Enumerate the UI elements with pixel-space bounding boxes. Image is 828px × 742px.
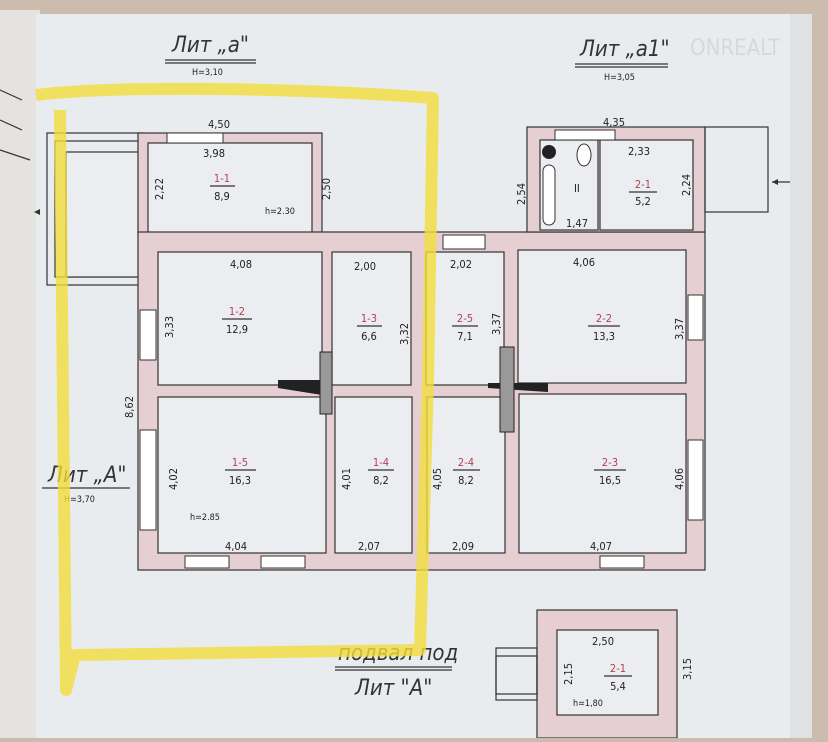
svg-text:H=3,70: H=3,70 <box>64 495 95 505</box>
lit-a1-block <box>526 126 790 233</box>
svg-text:4,01: 4,01 <box>340 468 353 490</box>
svg-text:4,05: 4,05 <box>431 468 444 490</box>
highlighter-outline <box>35 82 439 696</box>
svg-text:8,2: 8,2 <box>373 474 389 487</box>
svg-text:4,06: 4,06 <box>573 256 595 269</box>
svg-text:1-3: 1-3 <box>361 312 377 325</box>
svg-text:4,35: 4,35 <box>603 116 625 129</box>
svg-text:Лит „а": Лит „а" <box>171 33 249 58</box>
svg-text:2-3: 2-3 <box>602 456 618 469</box>
svg-text:6,6: 6,6 <box>361 330 377 343</box>
svg-text:1-1: 1-1 <box>214 172 230 185</box>
svg-text:3,15: 3,15 <box>681 658 694 680</box>
svg-text:8,9: 8,9 <box>214 190 230 203</box>
svg-text:4,08: 4,08 <box>230 258 252 271</box>
svg-text:H=3,05: H=3,05 <box>604 73 635 83</box>
svg-text:16,3: 16,3 <box>229 474 251 487</box>
basement-block <box>495 609 678 739</box>
room-1-4: 1-4 8,2 2,07 4,01 <box>340 456 394 553</box>
svg-text:Лит "А": Лит "А" <box>354 676 432 701</box>
svg-text:2,07: 2,07 <box>358 540 380 553</box>
room-2-5: 2-5 7,1 2,02 3,37 <box>450 258 503 343</box>
svg-text:3,33: 3,33 <box>163 316 176 338</box>
boiler-icon <box>542 145 556 159</box>
svg-text:4,04: 4,04 <box>225 540 247 553</box>
svg-text:h=2.85: h=2.85 <box>190 513 220 523</box>
svg-text:2,50: 2,50 <box>592 635 614 648</box>
svg-text:1-4: 1-4 <box>373 456 389 469</box>
svg-text:2-2: 2-2 <box>596 312 612 325</box>
toilet-icon <box>576 143 592 167</box>
header-lit-a: Лит „а" H=3,10 <box>165 33 256 78</box>
adjacent-page <box>0 10 40 738</box>
room-1-2: 1-2 12,9 4,08 3,33 <box>163 258 252 338</box>
svg-text:16,5: 16,5 <box>599 474 621 487</box>
lit-a-block <box>46 132 323 286</box>
svg-text:1-5: 1-5 <box>232 456 248 469</box>
svg-text:2,50: 2,50 <box>320 178 333 200</box>
room-2-2: 2-2 13,3 4,06 3,37 <box>573 256 686 343</box>
svg-text:2,09: 2,09 <box>452 540 474 553</box>
lit-A-block <box>137 231 706 571</box>
svg-text:3,37: 3,37 <box>490 313 503 335</box>
svg-text:5,2: 5,2 <box>635 195 651 208</box>
room-2-4: 2-4 8,2 2,09 4,05 <box>431 456 480 553</box>
bathtub-icon <box>542 164 556 226</box>
svg-text:3,32: 3,32 <box>398 323 411 345</box>
svg-text:3,98: 3,98 <box>203 147 225 160</box>
svg-text:2-4: 2-4 <box>458 456 474 469</box>
svg-text:2,33: 2,33 <box>628 145 650 158</box>
svg-text:4,06: 4,06 <box>673 468 686 490</box>
svg-text:Лит „а1": Лит „а1" <box>579 37 670 62</box>
svg-text:h=2.30: h=2.30 <box>265 207 295 217</box>
room-2-1-lit-a1: 2-1 5,2 4,35 2,33 2,24 2,54 1,47 II <box>515 116 693 230</box>
svg-text:2,22: 2,22 <box>153 178 166 200</box>
watermark: ONREALT <box>690 36 781 61</box>
room-1-3: 1-3 6,6 2,00 3,32 <box>354 260 411 345</box>
svg-text:2-1: 2-1 <box>635 178 651 191</box>
svg-text:3,37: 3,37 <box>673 318 686 340</box>
svg-text:2,54: 2,54 <box>515 183 528 205</box>
svg-text:4,02: 4,02 <box>167 468 180 490</box>
room-1-1: 1-1 8,9 h=2.30 4,50 3,98 2,22 2,50 <box>153 118 333 217</box>
room-1-5: 1-5 16,3 h=2.85 4,04 4,02 <box>167 456 256 553</box>
svg-text:2,00: 2,00 <box>354 260 376 273</box>
room-2-1-basement: 2-1 5,4 h=1,80 2,50 2,15 3,15 <box>562 635 694 709</box>
svg-text:2,02: 2,02 <box>450 258 472 271</box>
svg-text:2-1: 2-1 <box>610 662 626 675</box>
svg-text:2,15: 2,15 <box>562 663 575 685</box>
header-lit-a1: Лит „а1" H=3,05 <box>575 37 670 83</box>
svg-text:7,1: 7,1 <box>457 330 473 343</box>
svg-text:II: II <box>574 182 580 195</box>
overall-depth: 8,62 <box>123 396 136 418</box>
svg-text:2,24: 2,24 <box>680 174 693 196</box>
svg-text:2-5: 2-5 <box>457 312 473 325</box>
svg-text:1,47: 1,47 <box>566 217 588 230</box>
room-2-3: 2-3 16,5 4,07 4,06 <box>590 456 686 553</box>
svg-text:13,3: 13,3 <box>593 330 615 343</box>
svg-text:8,2: 8,2 <box>458 474 474 487</box>
svg-text:5,4: 5,4 <box>610 680 626 693</box>
svg-text:H=3,10: H=3,10 <box>192 68 223 78</box>
svg-text:4,07: 4,07 <box>590 540 612 553</box>
svg-text:12,9: 12,9 <box>226 323 248 336</box>
svg-text:4,50: 4,50 <box>208 118 230 131</box>
svg-text:1-2: 1-2 <box>229 305 245 318</box>
svg-text:h=1,80: h=1,80 <box>573 699 603 709</box>
